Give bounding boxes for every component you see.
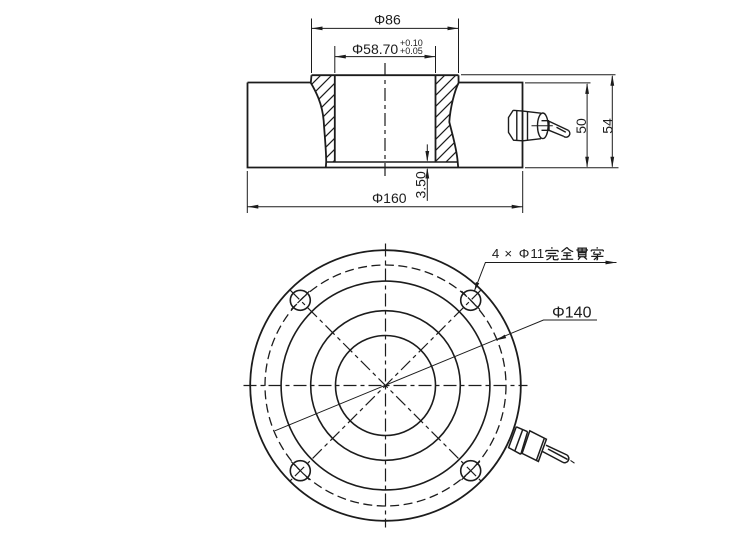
- svg-text:×: ×: [504, 246, 512, 261]
- svg-text:50: 50: [573, 118, 589, 134]
- svg-text:Φ140: Φ140: [552, 305, 592, 322]
- svg-text:+0.05: +0.05: [400, 46, 423, 56]
- svg-text:+0.10: +0.10: [400, 38, 423, 48]
- svg-text:54: 54: [599, 118, 615, 134]
- svg-text:11: 11: [530, 246, 544, 261]
- svg-text:Φ160: Φ160: [372, 190, 407, 206]
- svg-text:Φ86: Φ86: [374, 12, 401, 28]
- svg-text:3.50: 3.50: [413, 171, 429, 198]
- svg-text:Φ58.70: Φ58.70: [352, 41, 398, 57]
- svg-text:4: 4: [492, 246, 499, 261]
- svg-text:Φ: Φ: [519, 246, 530, 261]
